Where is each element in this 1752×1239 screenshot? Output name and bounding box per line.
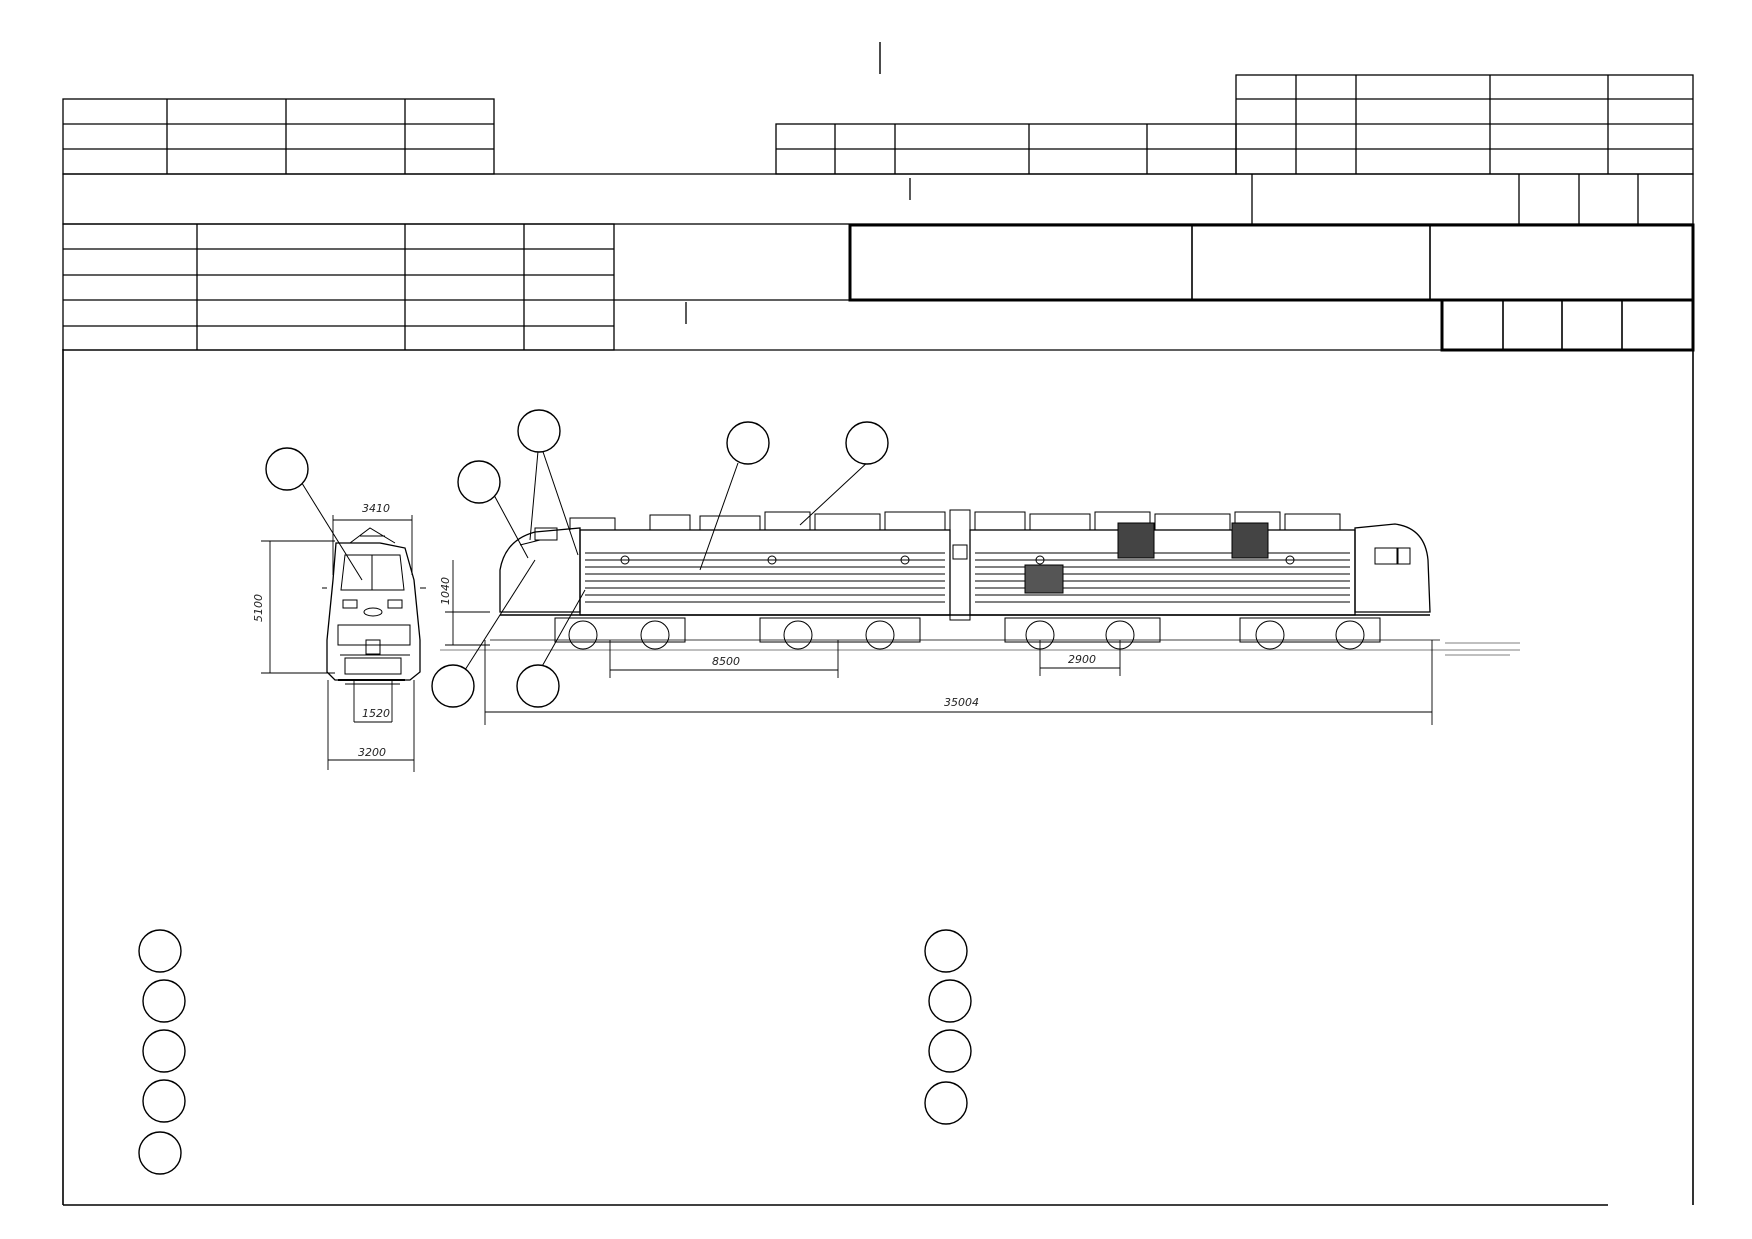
side-view-dimensions <box>445 560 1433 725</box>
legend-bubble <box>928 1029 972 1073</box>
callout-bubble <box>431 664 475 708</box>
bogie-4 <box>1239 617 1381 650</box>
callout-bubble <box>516 664 560 708</box>
callouts <box>265 409 889 708</box>
side-dim-overall-length: 35004 <box>944 696 979 709</box>
front-view-dimensions <box>261 515 415 772</box>
legend-bubble <box>924 1081 968 1125</box>
side-dim-bogie-base: 8500 <box>712 655 740 668</box>
side-dim-buffer-height: 1040 <box>439 577 452 605</box>
side-dim-axle-base: 2900 <box>1068 653 1096 666</box>
front-view <box>322 527 426 685</box>
legend-right <box>924 929 972 1125</box>
front-dim-top: 3410 <box>362 502 390 515</box>
bogie-3 <box>1004 617 1161 650</box>
callout-bubble <box>726 421 770 465</box>
legend-bubble <box>142 1079 186 1123</box>
callout-bubble <box>265 447 309 491</box>
legend-bubble <box>928 979 972 1023</box>
legend-bubble <box>138 929 182 973</box>
front-dim-bottom: 3200 <box>358 746 386 759</box>
legend-bubble <box>142 979 186 1023</box>
side-view <box>440 509 1520 656</box>
legend-bubble <box>924 929 968 973</box>
legend-bubble <box>142 1029 186 1073</box>
front-dim-gauge: 1520 <box>362 707 390 720</box>
bogie-1 <box>554 617 686 650</box>
legend-bubble <box>138 1131 182 1175</box>
callout-bubble <box>517 409 561 453</box>
callout-bubble <box>845 421 889 465</box>
front-dim-height: 5100 <box>252 594 265 622</box>
bogie-2 <box>759 617 921 650</box>
legend-left <box>138 929 186 1175</box>
sheet-frame <box>62 42 1694 1206</box>
title-block <box>62 74 1694 351</box>
callout-bubble <box>457 460 501 504</box>
title-bold-frame <box>848 223 1695 352</box>
